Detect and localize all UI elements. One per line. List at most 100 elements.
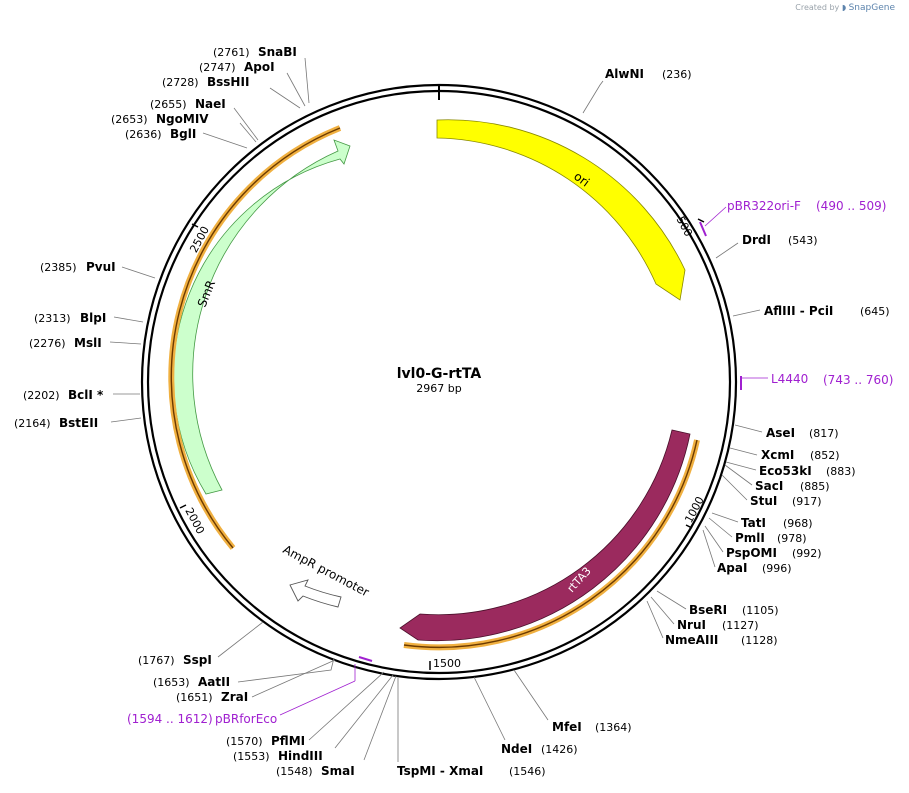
enzyme-BlpI-pos: (2313)	[34, 312, 71, 325]
enzyme-PspOMI-pos: (992)	[792, 547, 822, 560]
orf-rtTA3-line	[403, 439, 698, 649]
enzyme-BglI[interactable]: BglI	[170, 127, 196, 141]
credit-prefix: Created by	[795, 3, 840, 12]
enzyme-SmaI-pos: (1548)	[276, 765, 313, 778]
enzyme-MfeI[interactable]: MfeI	[552, 720, 582, 734]
tick-label-500: 500	[674, 214, 695, 239]
enzyme-SspI-pos: (1767)	[138, 654, 175, 667]
plasmid-length: 2967 bp	[416, 382, 461, 395]
enzyme-Eco53kI[interactable]: Eco53kI	[759, 464, 812, 478]
enzyme-AseI[interactable]: AseI	[766, 426, 795, 440]
leader-NaeI	[233, 107, 259, 141]
enzyme-ZraI[interactable]: ZraI	[221, 690, 248, 704]
primer-pBRforEco-name[interactable]: pBRforEco	[215, 712, 277, 726]
enzyme-AflIII-PciI-pos: (645)	[860, 305, 890, 318]
primer-pBRforEco-leader-2	[279, 680, 356, 716]
feature-ori-arrow[interactable]	[436, 119, 686, 301]
leader-PflMI	[308, 671, 385, 741]
primer-pBR322ori-F-name[interactable]: pBR322ori-F	[727, 199, 801, 213]
feature-AmpR-promoter-arrow[interactable]	[289, 579, 342, 608]
enzyme-AlwNI[interactable]: AlwNI	[605, 67, 644, 81]
enzyme-ApaI-pos: (996)	[762, 562, 792, 575]
enzyme-XcmI-pos: (852)	[810, 449, 840, 462]
enzyme-TspMI-XmaI[interactable]: TspMI - XmaI	[397, 764, 483, 778]
tick-1000	[685, 524, 693, 529]
enzyme-NgoMIV[interactable]: NgoMIV	[156, 112, 209, 126]
enzyme-BclI-pos: (2202)	[23, 389, 60, 402]
leader-BseRI	[656, 590, 687, 610]
enzyme-SacI[interactable]: SacI	[755, 479, 783, 493]
leader-XcmI	[729, 447, 758, 456]
enzyme-NruI-pos: (1127)	[722, 619, 759, 632]
primer-pBR322ori-F-range: (490 .. 509)	[816, 199, 886, 213]
leader-SacI	[724, 464, 753, 486]
enzyme-HindIII[interactable]: HindIII	[278, 749, 323, 763]
leader-NmeAIII	[646, 600, 664, 639]
enzyme-NmeAIII[interactable]: NmeAIII	[665, 633, 718, 647]
enzyme-TatI-pos: (968)	[783, 517, 813, 530]
enzyme-AflIII-PciI[interactable]: AflIII - PciI	[764, 304, 833, 318]
leader-ApaI	[702, 529, 716, 568]
leader-AatII	[237, 657, 335, 683]
leader-MfeI	[513, 669, 549, 721]
enzyme-BssHII-pos: (2728)	[162, 76, 199, 89]
tick-label-1000: 1000	[682, 494, 707, 525]
enzyme-XcmI[interactable]: XcmI	[761, 448, 794, 462]
orf-SmR-highlight	[168, 125, 342, 550]
enzyme-SspI[interactable]: SspI	[183, 653, 212, 667]
leader-PvuI	[121, 266, 156, 279]
tick-2500	[191, 223, 199, 228]
snapgene-credit: Created by ◗ SnapGene	[795, 3, 895, 13]
enzyme-AatII-pos: (1653)	[153, 676, 190, 689]
enzyme-SmaI[interactable]: SmaI	[321, 764, 355, 778]
enzyme-NdeI[interactable]: NdeI	[501, 742, 532, 756]
leader-AlwNI	[582, 80, 604, 114]
enzyme-BseRI-pos: (1105)	[742, 604, 779, 617]
primer-pBR322ori-F-mark	[699, 221, 707, 237]
enzyme-DrdI-pos: (543)	[788, 234, 818, 247]
enzyme-BseRI[interactable]: BseRI	[689, 603, 727, 617]
enzyme-DrdI[interactable]: DrdI	[742, 233, 771, 247]
enzyme-PflMI[interactable]: PflMI	[271, 734, 305, 748]
enzyme-NaeI[interactable]: NaeI	[195, 97, 226, 111]
leader-HindIII	[334, 674, 394, 749]
enzyme-StuI[interactable]: StuI	[750, 494, 777, 508]
enzymes-left: (2761) SnaBI (2747) ApoI (2728) BssHII (…	[14, 45, 397, 778]
leader-DrdI	[715, 242, 739, 259]
enzyme-ApaI[interactable]: ApaI	[717, 561, 747, 575]
enzyme-BlpI[interactable]: BlpI	[80, 311, 106, 325]
enzyme-BssHII[interactable]: BssHII	[207, 75, 249, 89]
credit-brand: SnapGene	[848, 3, 895, 13]
enzyme-BclI[interactable]: BclI *	[68, 388, 104, 402]
enzymes-right: AlwNI (236) DrdI (543) AflIII - PciI (64…	[397, 67, 890, 778]
enzyme-NgoMIV-pos: (2653)	[111, 113, 148, 126]
enzyme-AatII[interactable]: AatII	[198, 675, 230, 689]
enzyme-ApoI[interactable]: ApoI	[244, 60, 275, 74]
enzyme-BstEII[interactable]: BstEII	[59, 416, 98, 430]
enzyme-MslI[interactable]: MslI	[74, 336, 102, 350]
enzyme-SacI-pos: (885)	[800, 480, 830, 493]
enzyme-NruI[interactable]: NruI	[677, 618, 706, 632]
feature-rtTA3-arrow[interactable]	[399, 429, 691, 642]
leader-Eco53kI	[725, 461, 757, 471]
primer-pBRforEco-range: (1594 .. 1612)	[127, 712, 213, 726]
leader-MslI	[109, 341, 142, 345]
enzyme-PmlI[interactable]: PmlI	[735, 531, 765, 545]
enzyme-PvuI[interactable]: PvuI	[86, 260, 116, 274]
enzyme-TatI[interactable]: TatI	[741, 516, 766, 530]
leader-NgoMIV	[239, 122, 257, 143]
leader-TatI	[711, 512, 739, 523]
enzyme-PspOMI[interactable]: PspOMI	[726, 546, 777, 560]
leader-SnaBI	[304, 57, 310, 104]
feature-SmR-arrow[interactable]	[172, 139, 351, 495]
primer-L4440-name[interactable]: L4440	[771, 372, 808, 386]
enzyme-StuI-pos: (917)	[792, 495, 822, 508]
enzyme-Eco53kI-pos: (883)	[826, 465, 856, 478]
orf-SmR-line	[170, 127, 341, 549]
leader-NdeI	[473, 676, 506, 741]
enzyme-SnaBI[interactable]: SnaBI	[258, 45, 297, 59]
enzyme-ZraI-pos: (1651)	[176, 691, 213, 704]
leader-ZraI	[251, 659, 336, 698]
